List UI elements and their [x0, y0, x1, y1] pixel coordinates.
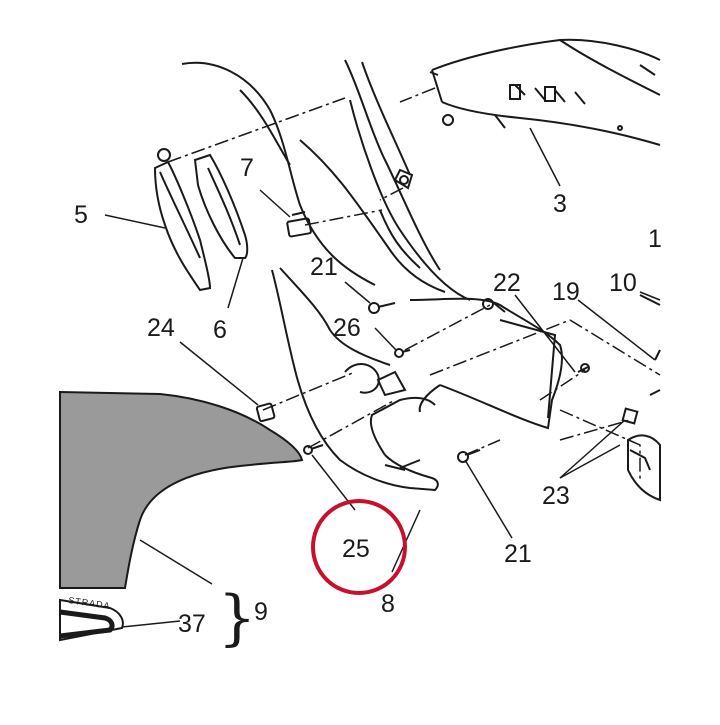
right-cover-panel: [409, 297, 563, 430]
label-part-3: 3: [553, 190, 567, 218]
label-part-25: 25: [342, 535, 370, 563]
part-labels: 1 3 5 6 7 8 9 10 19 21 21 22 23 24 25 26…: [74, 154, 662, 638]
assembly-guide-lines: [167, 87, 661, 480]
group-brace: }: [218, 583, 256, 653]
clip-part-7: [286, 211, 312, 238]
bolt-26: [394, 348, 411, 358]
label-part-21-lower: 21: [504, 540, 532, 568]
label-part-6: 6: [213, 316, 227, 344]
label-part-24: 24: [147, 314, 175, 342]
svg-text:}: }: [218, 583, 256, 653]
frame-shield-part-3: [429, 38, 661, 146]
label-part-23: 23: [542, 482, 570, 510]
bolt-21-lower: [457, 449, 481, 463]
side-panel-part-5: [153, 148, 212, 292]
strada-decal-part-37: STRADA: [59, 595, 124, 642]
decal-panel-part-9: [59, 390, 304, 589]
label-part-10: 10: [609, 269, 637, 297]
label-part-8: 8: [381, 590, 395, 618]
label-part-22: 22: [493, 269, 521, 297]
decal-text: STRADA: [68, 595, 111, 611]
bolt-19: [577, 363, 590, 373]
label-part-26: 26: [333, 314, 361, 342]
label-part-7: 7: [240, 154, 254, 182]
label-part-21-upper: 21: [310, 253, 338, 281]
nut-23: [621, 407, 639, 425]
bolt-25: [303, 444, 324, 455]
label-part-9: 9: [254, 598, 268, 626]
label-part-1: 1: [648, 225, 662, 253]
bolt-21-upper: [368, 302, 396, 314]
label-part-37: 37: [178, 610, 206, 638]
clip-24: [255, 402, 276, 423]
right-bracket-parts: [627, 294, 661, 502]
inner-frame-part: [344, 59, 471, 301]
side-panel-part-6: [193, 153, 249, 259]
highlight-circle-part-25: [311, 499, 407, 595]
label-part-19: 19: [552, 278, 580, 306]
lower-fairing-part-8: [271, 267, 439, 492]
label-part-5: 5: [74, 201, 88, 229]
